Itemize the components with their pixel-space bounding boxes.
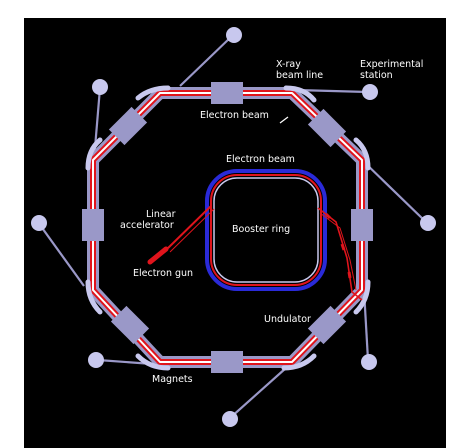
station-circle-icon [362,84,378,100]
bending-magnet [135,85,171,101]
station-circle-icon [31,215,47,231]
station-circle-icon [88,352,104,368]
transfer-magnet [340,243,346,251]
label-xray-beam-line: X-ray beam line [276,59,323,81]
booster-ring-outer [205,169,327,291]
label-electron-beam-storage: Electron beam [200,110,269,121]
station-circle-icon [420,215,436,231]
booster-ring [205,169,327,291]
magnet-block-icon [82,209,104,241]
linac-tube-edge [169,208,215,253]
transfer-line [317,207,363,301]
label-line: Experimental [360,59,423,70]
station-circle-icon [92,79,108,95]
magnet-block-icon [110,305,150,345]
storage-ring-beam [92,92,363,363]
linear-accelerator [165,205,215,253]
station-circle-icon [222,411,238,427]
undulator-block-icon [307,305,347,345]
magnet-block-icon [211,351,243,373]
label-magnets: Magnets [152,374,193,385]
magnet-block-icon [211,82,243,104]
station-circle-icon [361,354,377,370]
electron-gun-icon [147,246,169,265]
bending-magnet [281,353,317,371]
beamline-left-lower [39,224,85,287]
magnet-block-icon [351,209,373,241]
linac-tube [165,205,212,251]
bending-magnet [353,279,371,315]
transfer-magnet [324,212,332,220]
label-linear-accelerator: Linear accelerator [120,209,179,231]
label-undulator: Undulator [264,314,311,325]
label-line: station [360,70,393,81]
magnet-block-icon [307,108,347,148]
label-booster-ring: Booster ring [232,224,290,235]
bending-magnet [283,85,317,103]
magnet-block-icon [108,106,148,146]
magnet-blocks [82,82,373,373]
station-circle-icon [226,27,242,43]
experimental-stations [31,27,436,427]
label-electron-gun: Electron gun [133,268,193,279]
beamline-top-right [295,88,369,94]
label-line: accelerator [120,220,174,231]
bending-magnet [135,353,171,371]
bending-magnets [85,85,371,371]
beamline-bottom-right [229,367,287,419]
bending-magnet [85,279,103,315]
booster-ring-beam [210,174,322,286]
label-experimental-station: Experimental station [360,59,426,81]
label-line: beam line [276,70,323,81]
beamline-top-left [179,35,233,87]
transfer-magnet [347,271,352,279]
label-line: Linear [146,209,176,220]
bending-magnet [353,137,371,171]
label-line: X-ray [276,59,301,70]
bending-magnet [85,137,103,171]
beamline-right-upper [361,159,427,223]
labels: X-ray beam line Experimental station Ele… [120,59,426,385]
booster-ring-inner [213,177,319,283]
label-electron-beam-booster: Electron beam [226,154,295,165]
transfer-line-path-edge [319,212,357,291]
beamline-label-pointer [279,116,289,124]
